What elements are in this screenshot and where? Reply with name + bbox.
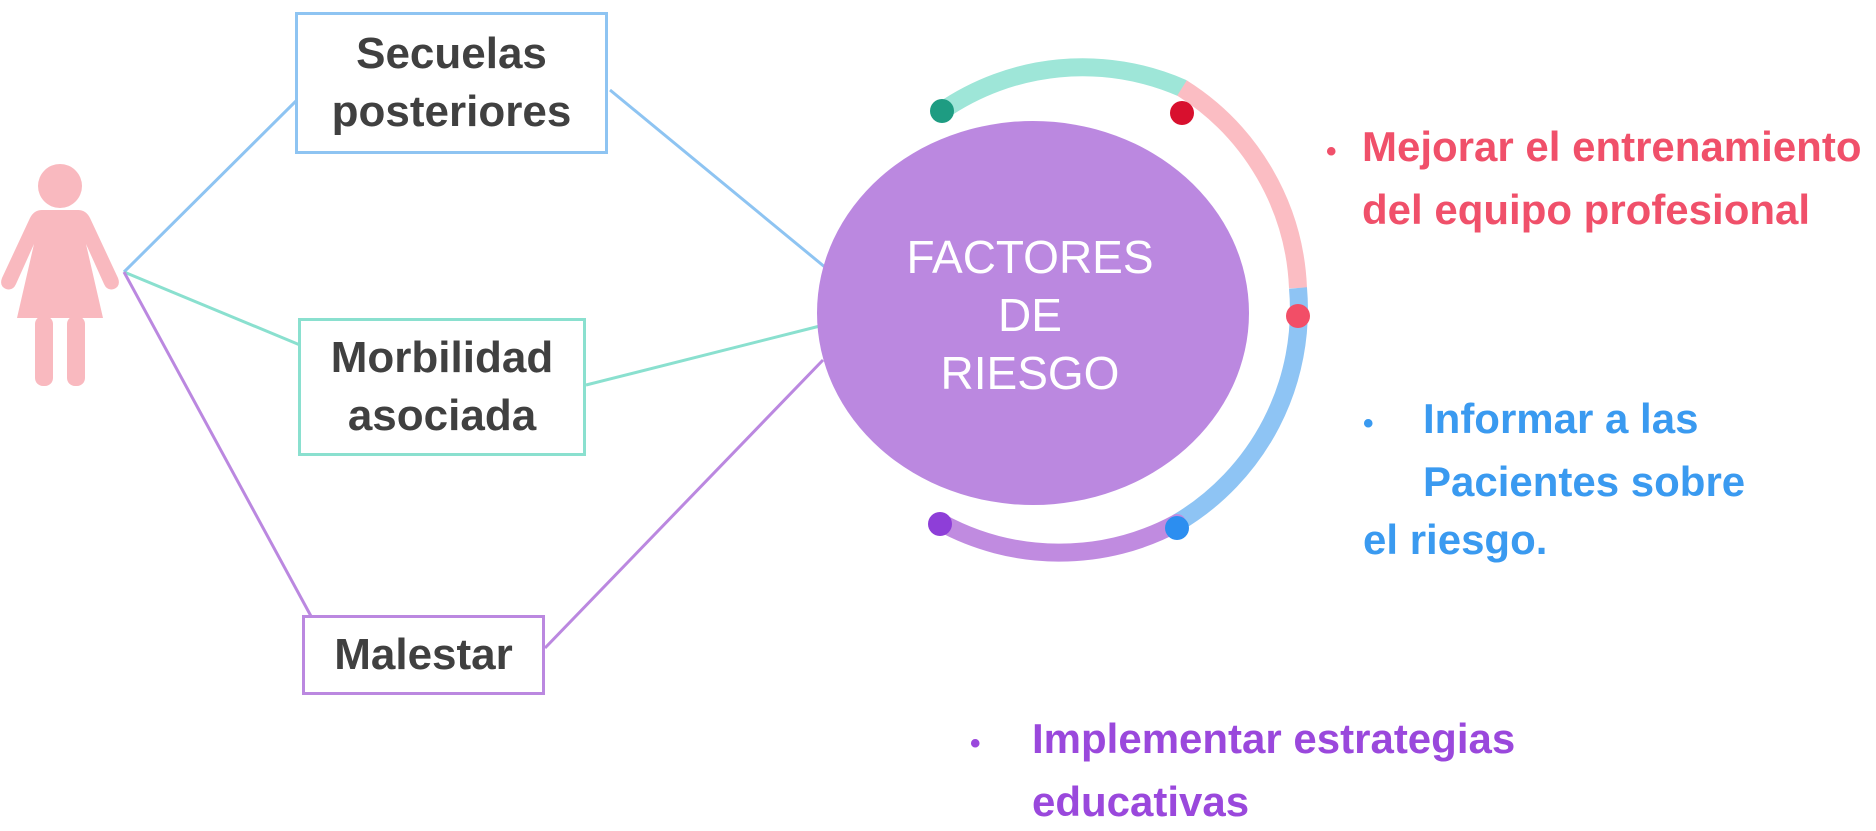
action-entrenamiento: • Mejorar el entrenamiento del equipo pro…: [1326, 118, 1861, 239]
action-estrategias-bullet: •: [970, 727, 981, 760]
connector-morbilidad-circle: [585, 324, 821, 387]
malestar-line1: Malestar: [334, 630, 513, 679]
action-estrategias-line2: educativas: [1032, 778, 1250, 825]
secuelas-line1: Secuelas: [356, 29, 547, 78]
action-estrategias-row1: • Implementar estrategias: [970, 710, 1515, 773]
secuelas-line2: posteriores: [331, 87, 572, 136]
connector-secuelas-circle: [609, 88, 827, 270]
malestar-box: Malestar: [302, 615, 545, 695]
action-entrenamiento-bullet: •: [1326, 135, 1337, 168]
action-entrenamiento-row1: • Mejorar el entrenamiento: [1326, 118, 1861, 181]
dot-blue: [1165, 516, 1189, 540]
risk-factors-circle: [817, 121, 1249, 505]
center-line3: RIESGO: [940, 347, 1120, 399]
arc-teal: [933, 58, 1191, 120]
action-informar-line3: el riesgo.: [1363, 516, 1548, 563]
arc-pink: [1177, 80, 1307, 289]
action-informar-bullet: •: [1363, 407, 1374, 440]
risk-factors-label: FACTORES DE RIESGO: [840, 228, 1220, 402]
morbilidad-box: Morbilidad asociada: [298, 318, 586, 456]
morbilidad-line1: Morbilidad: [330, 333, 554, 382]
connector-woman-malestar: [122, 271, 314, 619]
action-estrategias-line1: Implementar estrategias: [1032, 715, 1516, 762]
diagram-canvas: [1, 58, 1310, 650]
morbilidad-line2: asociada: [347, 391, 537, 440]
action-estrategias: • Implementar estrategias educativas: [970, 710, 1515, 831]
action-entrenamiento-line2: del equipo profesional: [1362, 186, 1811, 233]
action-informar-row1: • Informar a las: [1363, 390, 1745, 453]
secuelas-box: Secuelas posteriores: [295, 12, 608, 154]
action-entrenamiento-line1: Mejorar el entrenamiento: [1362, 123, 1862, 170]
arc-purple: [931, 513, 1186, 562]
center-line2: DE: [998, 289, 1062, 341]
action-informar-line2: Pacientes sobre: [1423, 458, 1746, 505]
connector-woman-secuelas: [122, 98, 299, 274]
connector-woman-morbilidad: [123, 270, 301, 347]
action-informar-line1: Informar a las: [1423, 395, 1699, 442]
connector-malestar-circle: [543, 358, 825, 650]
dot-red: [1170, 101, 1194, 125]
center-line1: FACTORES: [906, 231, 1154, 283]
dot-teal: [930, 99, 954, 123]
dot-pink: [1286, 304, 1310, 328]
action-informar: • Informar a las Pacientes sobre el riesg…: [1363, 390, 1745, 569]
woman-icon: [1, 164, 119, 386]
dot-purple: [928, 512, 952, 536]
